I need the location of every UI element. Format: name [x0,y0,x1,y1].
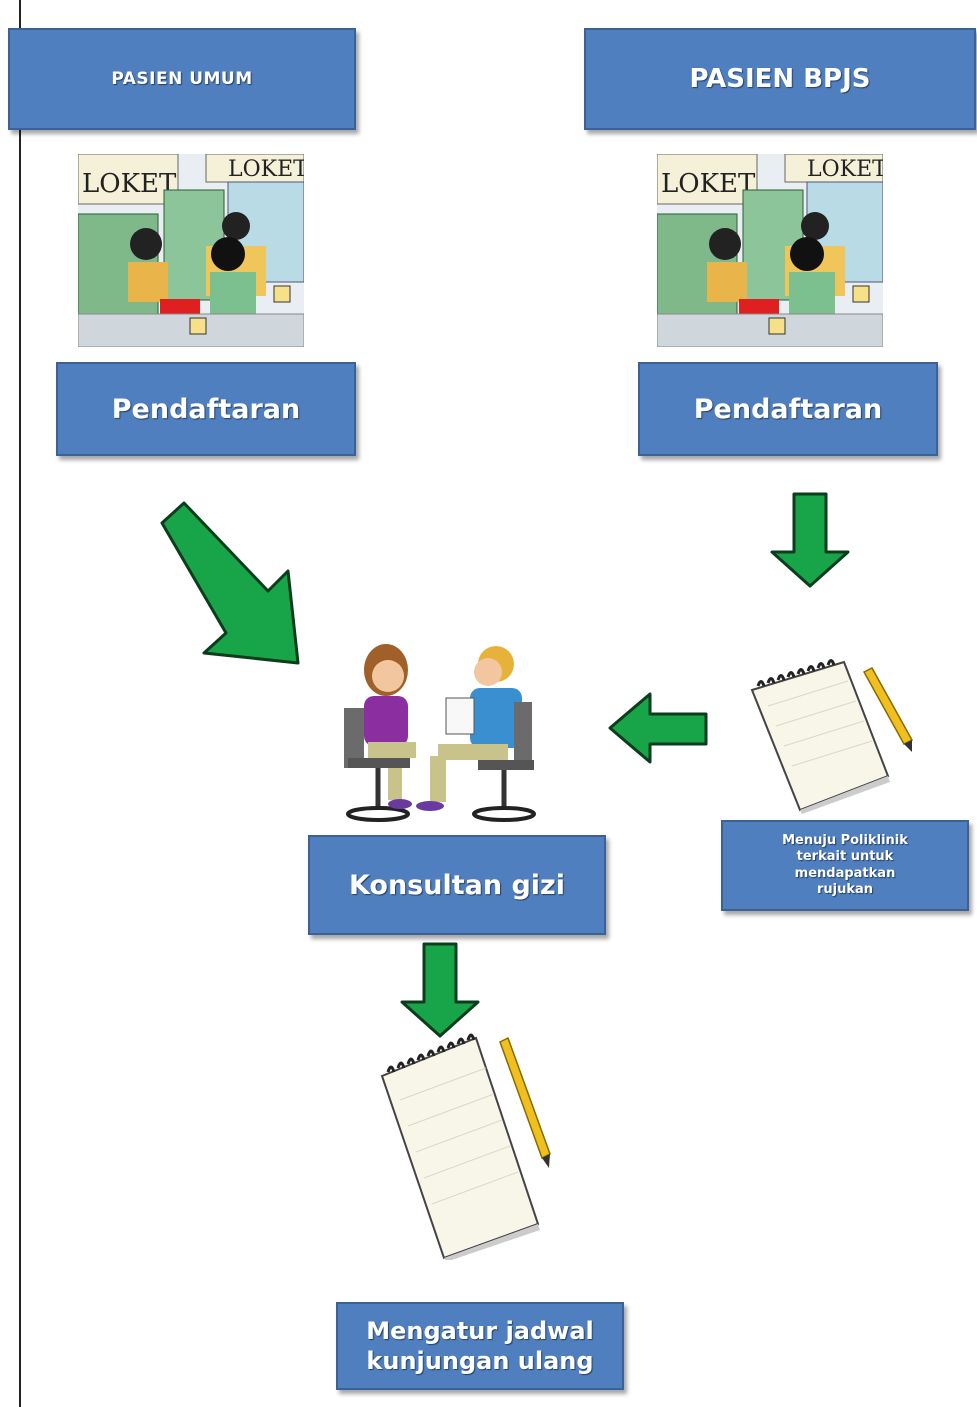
pendaftaran-left-box: Pendaftaran [56,362,356,456]
loket-sign-left: LOKET [82,169,177,199]
loket-sign-right: LOKET [228,157,304,182]
menuju-poliklinik-box: Menuju Poliklinik terkait untuk mendapat… [721,820,969,911]
counter-illustration-left: LOKET LOKET [78,154,304,347]
notepad-icon-right [750,659,914,814]
pendaftaran-right-box: Pendaftaran [638,362,938,456]
loket-sign-right: LOKET [807,157,883,182]
pasien-umum-box: PASIEN UMUM [8,28,356,130]
loket-sign-left: LOKET [661,169,756,199]
konsultan-gizi-box: Konsultan gizi [308,835,606,935]
down-arrow-icon-right [770,492,850,588]
left-arrow-icon [608,692,708,764]
diagonal-arrow-icon [160,501,300,665]
counter-illustration-right: LOKET LOKET [657,154,883,347]
pasien-bpjs-box: PASIEN BPJS [584,28,976,130]
consultation-illustration [344,644,536,822]
mengatur-jadwal-box: Mengatur jadwal kunjungan ulang [336,1302,624,1390]
notepad-icon-bottom [380,1033,551,1260]
left-border-line [19,0,21,1407]
down-arrow-icon-center [400,942,480,1038]
